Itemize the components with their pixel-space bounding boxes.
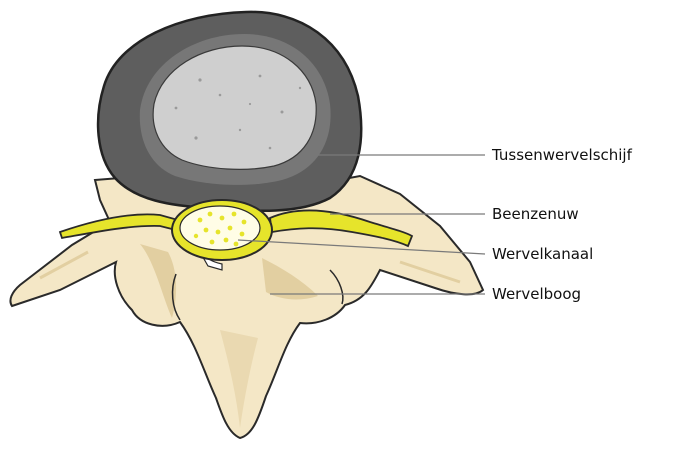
canal-label: Wervelkanaal (492, 245, 593, 263)
disc-label: Tussenwervelschijf (491, 146, 633, 164)
intervertebral-disc-shape (98, 12, 361, 211)
arch-label: Wervelboog (492, 285, 581, 303)
nerve-label: Beenzenuw (492, 205, 579, 223)
